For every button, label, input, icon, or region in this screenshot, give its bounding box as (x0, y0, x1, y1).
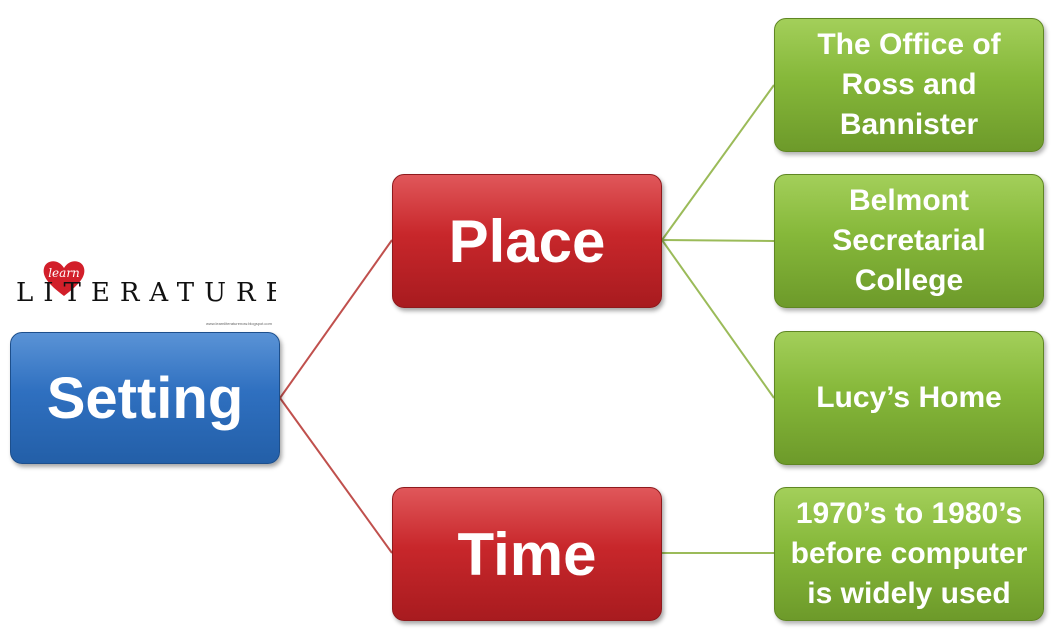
connector-place-office (661, 84, 775, 241)
connector-place-college (661, 239, 775, 242)
node-home-label: Lucy’s Home (816, 381, 1002, 414)
connector-setting-time (279, 397, 393, 554)
node-era-label: 1970’s to 1980’s before computer is wide… (790, 497, 1028, 610)
node-setting: Setting (10, 332, 280, 464)
connector-place-home (661, 239, 775, 399)
node-college: Belmont Secretarial College (774, 174, 1044, 308)
node-college-label: Belmont Secretarial College (832, 184, 986, 297)
node-era: 1970’s to 1980’s before computer is wide… (774, 487, 1044, 621)
node-time: Time (392, 487, 662, 621)
logo-heart-text: learn (48, 266, 80, 280)
node-office: The Office of Ross and Bannister (774, 18, 1044, 152)
node-setting-label: Setting (46, 365, 244, 431)
node-place-label: Place (448, 207, 606, 275)
node-place: Place (392, 174, 662, 308)
connector-setting-place (279, 239, 393, 399)
heart-icon (43, 261, 85, 296)
node-home: Lucy’s Home (774, 331, 1044, 465)
node-time-label: Time (457, 520, 597, 588)
node-office-label: The Office of Ross and Bannister (817, 28, 1001, 141)
literature-logo: learn LITERATURE www.learnliteraturenow.… (16, 254, 276, 328)
logo-wordmark: LITERATURE (16, 278, 276, 308)
logo-url: www.learnliteraturenow.blogspot.com (205, 321, 272, 326)
